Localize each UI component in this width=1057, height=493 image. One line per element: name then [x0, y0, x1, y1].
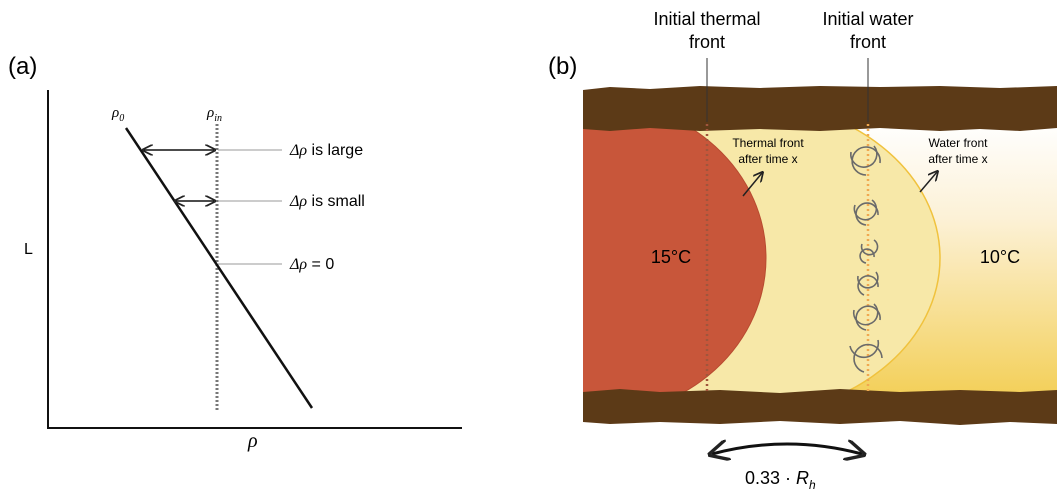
annotation-small: Δρ is small [289, 193, 365, 210]
eddy-icon [860, 239, 879, 256]
x-axis-label: ρ [247, 430, 258, 452]
rhoin-label: ρin [206, 105, 222, 124]
y-axis-label: L [24, 241, 33, 258]
eddy-icon [853, 199, 878, 221]
eddy-icon [859, 248, 875, 264]
annotation-large: Δρ is large [289, 142, 363, 159]
thermal-front-zone [583, 122, 767, 398]
water-after-label-1: Water front [929, 136, 989, 150]
cold-temperature: 10°C [980, 247, 1020, 267]
panel-b: (b) Initial thermal front Initial water … [548, 9, 1057, 492]
eddy-icon [853, 343, 883, 373]
annotation-zero: Δρ = 0 [289, 256, 334, 273]
eddies-group [849, 145, 883, 373]
eddy-icon [855, 202, 879, 226]
rho0-label: ρ0 [111, 105, 124, 124]
initial-thermal-front-label-2: front [689, 32, 725, 52]
thermal-after-label-2: after time x [738, 152, 797, 166]
thermal-after-arrow [742, 173, 762, 197]
water-after-label-2: after time x [928, 152, 987, 166]
eddy-icon [857, 271, 879, 289]
thermal-after-label-1: Thermal front [732, 136, 804, 150]
water-after-arrow [919, 172, 937, 193]
distance-label: 0.33 · Rh [745, 468, 816, 492]
panel-a: (a) L ρ ρ0 ρin Δρ is large Δρ is small Δ… [8, 53, 462, 452]
eddy-icon [855, 305, 881, 331]
eddy-icon [849, 339, 880, 359]
rock-bottom [583, 389, 1057, 425]
eddy-icon [857, 275, 879, 296]
channel [583, 122, 1057, 398]
initial-water-front-label-1: Initial water [822, 9, 913, 29]
initial-water-front-label-2: front [850, 32, 886, 52]
rock-top [583, 86, 1057, 131]
rho-0-line [124, 127, 314, 409]
eddy-icon [851, 146, 881, 176]
panel-b-label: (b) [548, 53, 577, 80]
initial-thermal-front-label-1: Initial thermal [653, 9, 760, 29]
warm-temperature: 15°C [651, 247, 691, 267]
panel-a-label: (a) [8, 53, 37, 80]
distance-arrow [712, 444, 862, 454]
